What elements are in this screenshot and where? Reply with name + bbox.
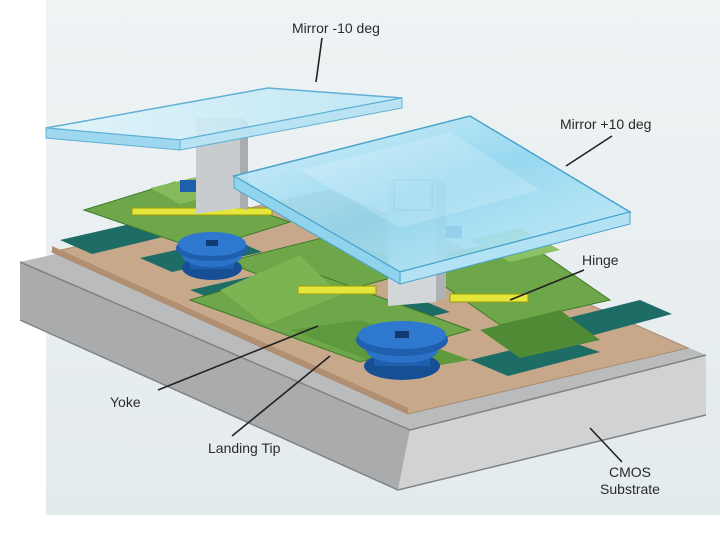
label-cmos-line2: Substrate [600,481,660,497]
blue-post-back [176,232,248,280]
label-mirror-minus-10: Mirror -10 deg [292,20,380,36]
label-mirror-plus-10: Mirror +10 deg [560,116,652,132]
leader-yoke [157,325,319,391]
label-hinge: Hinge [582,252,619,268]
leader-landing-tip [231,355,331,437]
blue-posts [176,180,462,380]
leader-hinge [509,269,585,301]
leader-cmos [589,427,623,463]
leader-mirror-plus [565,135,613,167]
leader-lines [157,37,623,463]
mirror-minus-10 [45,87,403,151]
label-landing-tip: Landing Tip [208,440,281,456]
leader-mirror-minus [315,37,323,83]
mirror-plus-10 [232,115,632,285]
label-yoke: Yoke [110,394,141,410]
substrate-front-left [20,262,410,490]
label-cmos-line1: CMOS [609,464,651,480]
label-cmos-substrate: CMOS Substrate [590,464,670,498]
blue-post-front [356,321,448,380]
substrate-front-right [398,355,706,490]
